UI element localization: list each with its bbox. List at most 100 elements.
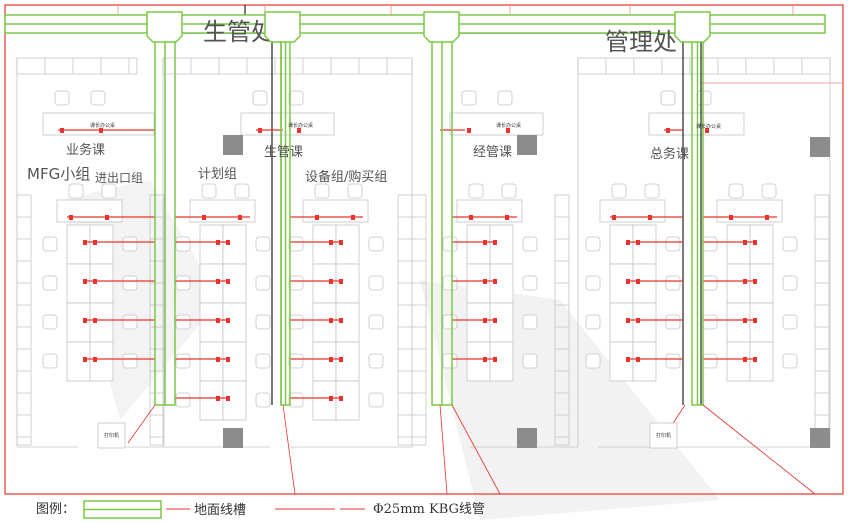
floor-outlet bbox=[666, 128, 670, 133]
chair bbox=[611, 183, 627, 199]
desk-pair bbox=[599, 199, 666, 223]
floor-outlet bbox=[93, 279, 97, 284]
desk-pair bbox=[716, 199, 783, 223]
floor-outlet bbox=[83, 240, 87, 245]
floor-outlet bbox=[469, 215, 473, 220]
manager-desk bbox=[449, 112, 544, 136]
junction-box bbox=[423, 11, 460, 43]
floor-outlet bbox=[483, 240, 487, 245]
legend-trunk-label: 地面线槽 bbox=[194, 503, 246, 518]
floor-outlet bbox=[636, 240, 640, 245]
section-label-production-control: 生管课 bbox=[264, 145, 303, 160]
chair bbox=[255, 353, 271, 369]
floor-outlet bbox=[93, 240, 97, 245]
floor-outlet bbox=[626, 279, 630, 284]
chair bbox=[252, 90, 268, 106]
floor-outlet bbox=[226, 279, 230, 284]
pillar bbox=[517, 428, 537, 448]
floor-outlet bbox=[729, 215, 733, 220]
floor-outlet bbox=[339, 279, 343, 284]
legend-title: 图例： bbox=[36, 502, 75, 517]
pillar bbox=[223, 135, 243, 155]
section-label-general-affairs: 总务课 bbox=[650, 146, 689, 162]
floor-outlet bbox=[648, 215, 652, 220]
chair bbox=[522, 236, 538, 252]
floor-outlet bbox=[216, 357, 220, 362]
floor-outlet bbox=[83, 318, 87, 323]
chair bbox=[122, 353, 138, 369]
chair bbox=[702, 314, 718, 330]
manager-desk-label: 课长办公桌 bbox=[288, 122, 313, 129]
chair bbox=[175, 314, 191, 330]
floor-outlet bbox=[105, 215, 109, 220]
desk-pair bbox=[56, 199, 123, 223]
chair bbox=[497, 90, 513, 106]
floor-outlet bbox=[99, 128, 103, 133]
chair bbox=[368, 392, 384, 408]
chair bbox=[660, 90, 676, 106]
floor-outlet bbox=[315, 215, 319, 220]
floor-outlet bbox=[339, 240, 343, 245]
floor-outlet bbox=[329, 279, 333, 284]
desk-pair bbox=[302, 199, 369, 223]
printer-label: 打印机 bbox=[656, 432, 671, 439]
chair bbox=[175, 236, 191, 252]
desk-cluster bbox=[442, 183, 538, 382]
floor-outlet bbox=[636, 279, 640, 284]
dept-label-management: 管理处 bbox=[605, 28, 677, 56]
chair bbox=[501, 183, 517, 199]
floor-outlet bbox=[612, 215, 616, 220]
floor-outlet bbox=[505, 215, 509, 220]
floor-outlet bbox=[753, 357, 757, 362]
chair bbox=[368, 314, 384, 330]
pillar bbox=[517, 135, 537, 155]
chair bbox=[522, 314, 538, 330]
legend-pipe-label: Φ25mm KBG线管 bbox=[373, 502, 485, 517]
office-walls bbox=[16, 57, 831, 448]
manager-desk-label: 课长办公桌 bbox=[496, 122, 521, 129]
chair bbox=[175, 275, 191, 291]
section-label-import-export: 进出口组 bbox=[95, 171, 143, 185]
floor-outlet bbox=[705, 128, 709, 133]
floor-outlet bbox=[743, 357, 747, 362]
desk-cluster bbox=[585, 183, 683, 382]
chair bbox=[347, 183, 363, 199]
chair bbox=[288, 236, 304, 252]
pipes-to-riser bbox=[127, 404, 816, 495]
chair bbox=[234, 183, 250, 199]
floor-outlet bbox=[743, 279, 747, 284]
chair bbox=[42, 275, 58, 291]
floor-outlet bbox=[238, 215, 242, 220]
chair bbox=[702, 353, 718, 369]
chair bbox=[782, 353, 798, 369]
floor-outlet bbox=[226, 240, 230, 245]
chair bbox=[585, 353, 601, 369]
floor-outlet bbox=[226, 357, 230, 362]
pillar bbox=[223, 428, 243, 448]
chair bbox=[665, 314, 681, 330]
chair bbox=[728, 183, 744, 199]
floor-outlet bbox=[216, 318, 220, 323]
desk-cluster bbox=[702, 183, 798, 382]
printer-label: 打印机 bbox=[104, 432, 119, 439]
floor-outlet bbox=[483, 318, 487, 323]
chair bbox=[368, 353, 384, 369]
chair bbox=[368, 236, 384, 252]
chair bbox=[368, 275, 384, 291]
floor-outlet bbox=[626, 240, 630, 245]
desk-cluster bbox=[42, 183, 155, 382]
chair bbox=[442, 353, 458, 369]
chair bbox=[288, 90, 304, 106]
chair bbox=[782, 236, 798, 252]
chair bbox=[468, 183, 484, 199]
floor-outlet bbox=[626, 318, 630, 323]
chair bbox=[288, 392, 304, 408]
floor-outlet bbox=[753, 240, 757, 245]
chair bbox=[702, 275, 718, 291]
chair bbox=[585, 314, 601, 330]
floor-outlet bbox=[216, 240, 220, 245]
floor-outlet bbox=[493, 279, 497, 284]
chair bbox=[665, 236, 681, 252]
desk-pair bbox=[189, 199, 256, 223]
floor-outlet bbox=[216, 396, 220, 401]
